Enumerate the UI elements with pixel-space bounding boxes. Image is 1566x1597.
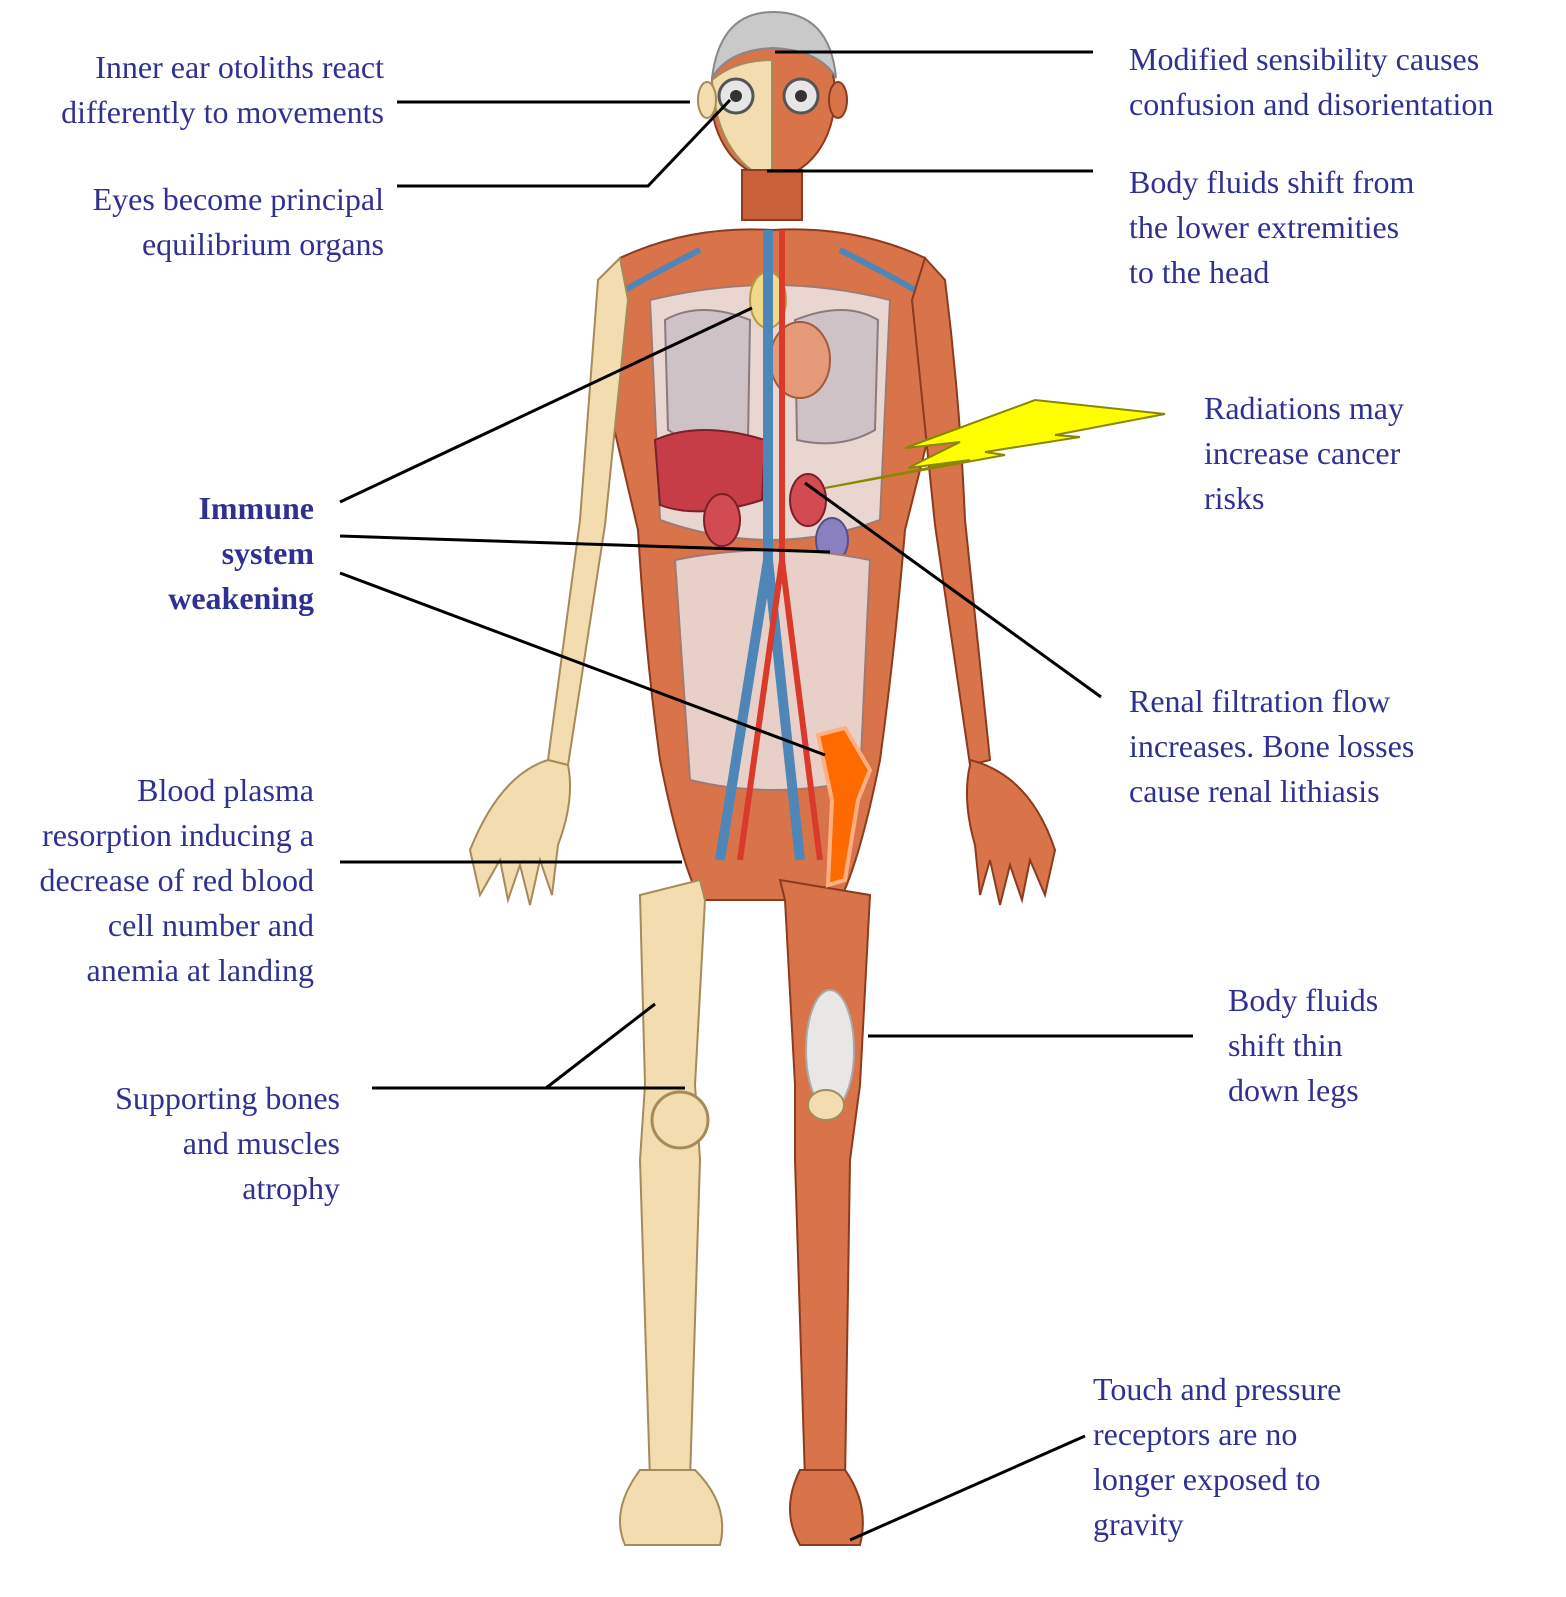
label-inner-ear: Inner ear otoliths react differently to … — [61, 45, 384, 135]
label-supporting-bones: Supporting bones and muscles atrophy — [115, 1076, 340, 1211]
label-blood-plasma: Blood plasma resorption inducing a decre… — [39, 768, 314, 993]
leader-line-touch-pressure — [850, 1436, 1085, 1540]
label-eyes: Eyes become principal equilibrium organs — [93, 177, 384, 267]
label-radiations: Radiations may increase cancer risks — [1204, 386, 1404, 521]
label-body-fluids-head: Body fluids shift from the lower extremi… — [1129, 160, 1414, 295]
anatomical-body-illustration — [470, 12, 1055, 1545]
label-touch-pressure: Touch and pressure receptors are no long… — [1093, 1367, 1341, 1547]
label-immune-system: Immune system weakening — [168, 486, 314, 621]
label-body-fluids-legs: Body fluids shift thin down legs — [1228, 978, 1378, 1113]
leader-line-supporting-bones-upper — [546, 1004, 655, 1088]
label-renal: Renal filtration flow increases. Bone lo… — [1129, 679, 1414, 814]
label-modified-sensibility: Modified sensibility causes confusion an… — [1129, 37, 1493, 127]
leader-line-eyes — [397, 100, 730, 186]
